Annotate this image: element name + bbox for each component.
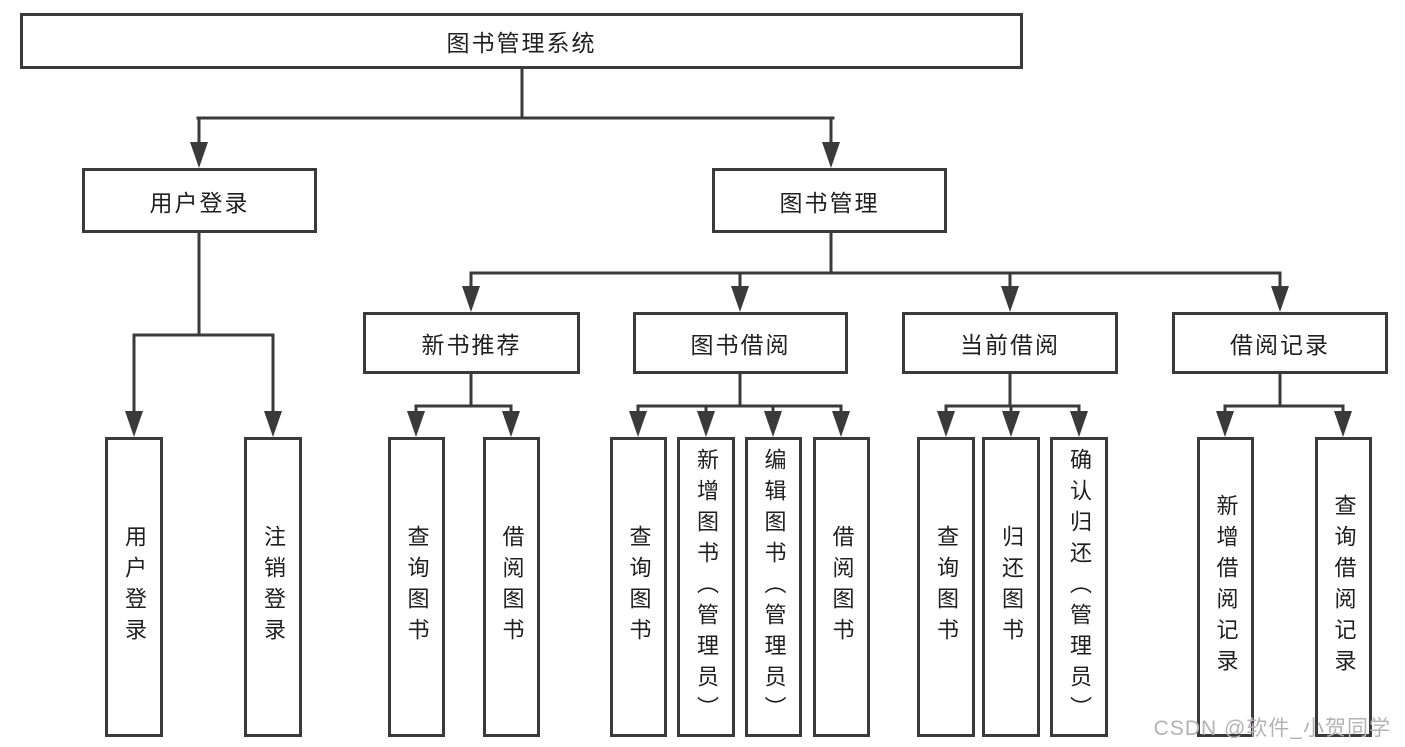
leaf-nb-query-book: 查询图书 <box>388 437 445 737</box>
node-book-borrowing-label: 图书借阅 <box>690 332 791 358</box>
node-root: 图书管理系统 <box>20 13 1023 69</box>
node-borrowing-records: 借阅记录 <box>1172 312 1388 374</box>
leaf-cb-confirm-return-label: 确认归还（管理员） <box>1067 447 1092 727</box>
leaf-bb-add-book-label: 新增图书（管理员） <box>694 447 719 727</box>
leaf-br-add-record-label: 新增借阅记录 <box>1213 494 1239 680</box>
leaf-logout: 注销登录 <box>244 437 302 737</box>
node-book-management: 图书管理 <box>712 168 947 233</box>
leaf-nb-query-book-label: 查询图书 <box>404 525 430 649</box>
leaf-nb-borrow-book-label: 借阅图书 <box>499 525 525 649</box>
leaf-user-login: 用户登录 <box>105 437 163 737</box>
leaf-bb-query-book-label: 查询图书 <box>626 525 652 649</box>
leaf-nb-borrow-book: 借阅图书 <box>483 437 540 737</box>
node-user-login-label: 用户登录 <box>149 189 250 216</box>
leaf-bb-borrow-book-label: 借阅图书 <box>829 525 855 649</box>
node-borrowing-records-label: 借阅记录 <box>1230 332 1330 358</box>
leaf-user-login-label: 用户登录 <box>122 525 147 649</box>
leaf-bb-edit-book-label: 编辑图书（管理员） <box>761 447 787 727</box>
leaf-bb-edit-book: 编辑图书（管理员） <box>745 437 802 737</box>
leaf-bb-add-book: 新增图书（管理员） <box>677 437 735 737</box>
leaf-cb-return-book-label: 归还图书 <box>999 525 1024 649</box>
leaf-br-query-record: 查询借阅记录 <box>1315 437 1372 737</box>
leaf-cb-confirm-return: 确认归还（管理员） <box>1050 437 1108 737</box>
leaf-br-add-record: 新增借阅记录 <box>1197 437 1254 737</box>
node-book-borrowing: 图书借阅 <box>633 312 848 374</box>
leaf-bb-query-book: 查询图书 <box>610 437 667 737</box>
leaf-cb-query-book-label: 查询图书 <box>934 525 959 649</box>
node-user-login: 用户登录 <box>82 168 317 233</box>
leaf-logout-label: 注销登录 <box>261 525 286 649</box>
leaf-cb-query-book: 查询图书 <box>917 437 975 737</box>
node-current-borrowing-label: 当前借阅 <box>960 332 1060 358</box>
leaf-cb-return-book: 归还图书 <box>982 437 1040 737</box>
node-book-management-label: 图书管理 <box>779 189 880 216</box>
node-root-label: 图书管理系统 <box>446 30 597 56</box>
leaf-bb-borrow-book: 借阅图书 <box>813 437 870 737</box>
node-current-borrowing: 当前借阅 <box>902 312 1118 374</box>
node-new-book-recommendation-label: 新书推荐 <box>421 332 522 358</box>
watermark: CSDN @软件_小贺同学 <box>1153 717 1391 740</box>
node-new-book-recommendation: 新书推荐 <box>363 312 580 374</box>
leaf-br-query-record-label: 查询借阅记录 <box>1331 494 1357 680</box>
